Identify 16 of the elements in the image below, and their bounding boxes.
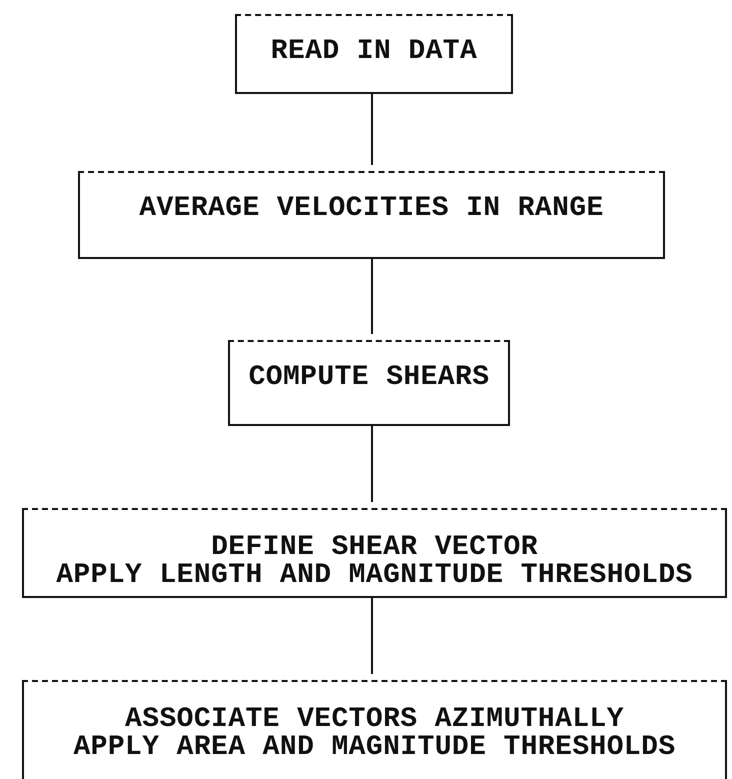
connector-line (371, 426, 373, 502)
step-text: APPLY LENGTH AND MAGNITUDE THRESHOLDS (56, 562, 693, 590)
step-text: APPLY AREA AND MAGNITUDE THRESHOLDS (73, 734, 676, 762)
step-text: DEFINE SHEAR VECTOR (211, 534, 538, 562)
connector-line (371, 94, 373, 165)
step-text: COMPUTE SHEARS (248, 364, 490, 392)
process-box (228, 340, 510, 426)
process-box (22, 508, 727, 598)
step-text: READ IN DATA (270, 38, 478, 66)
process-box (235, 14, 513, 94)
connector-line (371, 598, 373, 674)
step-text: AVERAGE VELOCITIES IN RANGE (139, 195, 604, 223)
process-box (22, 680, 727, 779)
process-box (78, 171, 665, 259)
step-text: ASSOCIATE VECTORS AZIMUTHALLY (125, 706, 624, 734)
connector-line (371, 259, 373, 334)
